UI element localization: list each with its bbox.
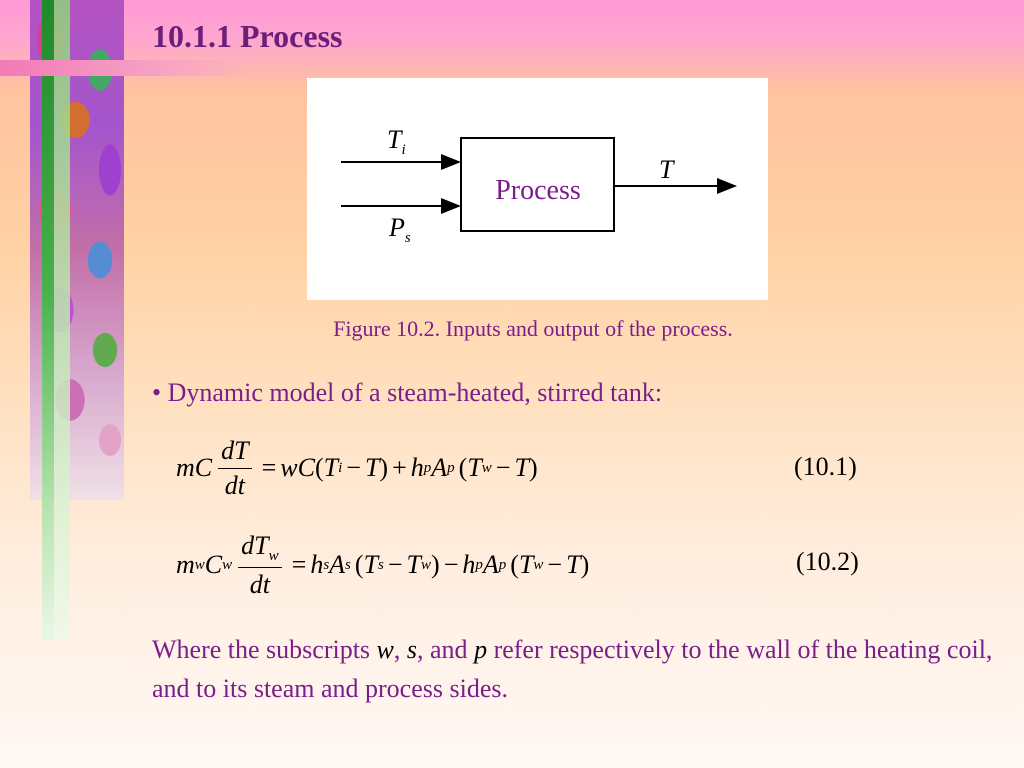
eq2-subscript: s — [378, 556, 384, 573]
equation-number-10-2: (10.2) — [796, 547, 859, 576]
eq2-subscript: w — [268, 547, 279, 564]
process-block — [460, 137, 615, 232]
eq2-term: T — [566, 550, 581, 579]
eq2-subscript: p — [475, 556, 483, 573]
eq2-paren: ) — [580, 550, 590, 579]
eq2-denominator: dt — [249, 569, 271, 599]
eq1-operator: = — [261, 453, 277, 482]
eq2-subscript: w — [222, 556, 233, 573]
eq2-term: C — [204, 550, 223, 579]
input-label-ti: Ti — [387, 125, 406, 158]
eq1-term: T — [323, 453, 339, 482]
eq2-term: A — [482, 550, 499, 579]
eq2-paren: ( — [354, 550, 364, 579]
process-block-label: Process — [495, 175, 581, 206]
eq2-operator: − — [547, 550, 563, 579]
eq1-operator: + — [392, 453, 407, 482]
output-label-t: T — [659, 155, 675, 184]
decorative-vertical-bar — [42, 0, 54, 640]
eq2-subscript: w — [194, 556, 205, 573]
explanation-paragraph: Where the subscripts w, s, and p refer r… — [152, 630, 1002, 708]
eq1-term: T — [467, 453, 482, 482]
eq2-subscript: w — [421, 556, 432, 573]
eq1-denominator: dt — [224, 470, 245, 500]
eq2-term: A — [329, 550, 346, 579]
slide-title: 10.1.1 Process — [152, 18, 343, 54]
eq2-operator: − — [387, 550, 403, 579]
eq2-operator: = — [291, 550, 307, 579]
eq2-operator: − — [443, 550, 459, 579]
eq1-subscript: i — [338, 459, 343, 476]
explanation-variable-p: p — [474, 635, 488, 664]
eq2-subscript: s — [345, 556, 351, 573]
eq1-term: A — [431, 453, 448, 482]
explanation-text: , — [393, 635, 407, 664]
eq1-term: m — [176, 453, 195, 482]
explanation-text: refer respectively to the wall of the he… — [152, 635, 993, 703]
figure-caption: Figure 10.2. Inputs and output of the pr… — [333, 316, 733, 341]
eq2-term: T — [406, 550, 422, 579]
eq1-subscript: w — [481, 459, 492, 476]
eq2-term: T — [518, 550, 534, 579]
eq1-term: h — [410, 453, 424, 482]
eq1-operator: − — [346, 453, 361, 482]
eq1-term: w — [280, 453, 298, 482]
eq2-fraction: dTw dt — [238, 530, 282, 600]
eq1-numerator: dT — [218, 436, 252, 469]
eq2-paren: ( — [510, 550, 519, 579]
eq1-subscript: p — [447, 459, 455, 476]
eq2-term: h — [462, 550, 476, 579]
eq2-subscript: w — [533, 556, 544, 573]
explanation-variable-w: w — [376, 635, 394, 664]
eq1-term: T — [364, 453, 380, 482]
eq2-paren: ) — [431, 550, 440, 579]
block-diagram-svg: Process Ti Ps T — [341, 125, 737, 246]
eq1-term: C — [194, 453, 213, 482]
eq2-term: T — [363, 550, 379, 579]
eq2-subscript: p — [498, 556, 507, 573]
decorative-horizontal-bar — [0, 60, 250, 76]
explanation-variable-s: s — [406, 635, 418, 664]
eq2-term: h — [310, 550, 324, 579]
equation-number-10-1: (10.1) — [794, 452, 857, 481]
eq1-paren: ) — [528, 453, 538, 482]
eq2-numerator: dTw — [238, 530, 282, 568]
eq2-numerator-text: dT — [241, 530, 269, 560]
bullet-point: • Dynamic model of a steam-heated, stirr… — [152, 378, 663, 407]
eq1-subscript: p — [423, 459, 432, 476]
eq1-paren: ( — [314, 453, 324, 482]
eq2-subscript: s — [323, 556, 330, 573]
process-block-diagram: Process Ti Ps T — [307, 78, 768, 300]
decorative-vertical-bar-light — [54, 0, 70, 640]
explanation-text: , and — [417, 635, 475, 664]
eq1-term: C — [297, 453, 315, 482]
input-label-ps: Ps — [388, 213, 411, 246]
eq1-paren: ( — [458, 453, 468, 482]
explanation-text: Where the subscripts — [152, 635, 377, 664]
eq1-operator: − — [495, 453, 511, 482]
eq1-term: T — [514, 453, 529, 482]
eq2-term: m — [176, 550, 195, 579]
eq1-fraction: dT dt — [218, 436, 252, 501]
eq1-paren: ) — [379, 453, 389, 482]
